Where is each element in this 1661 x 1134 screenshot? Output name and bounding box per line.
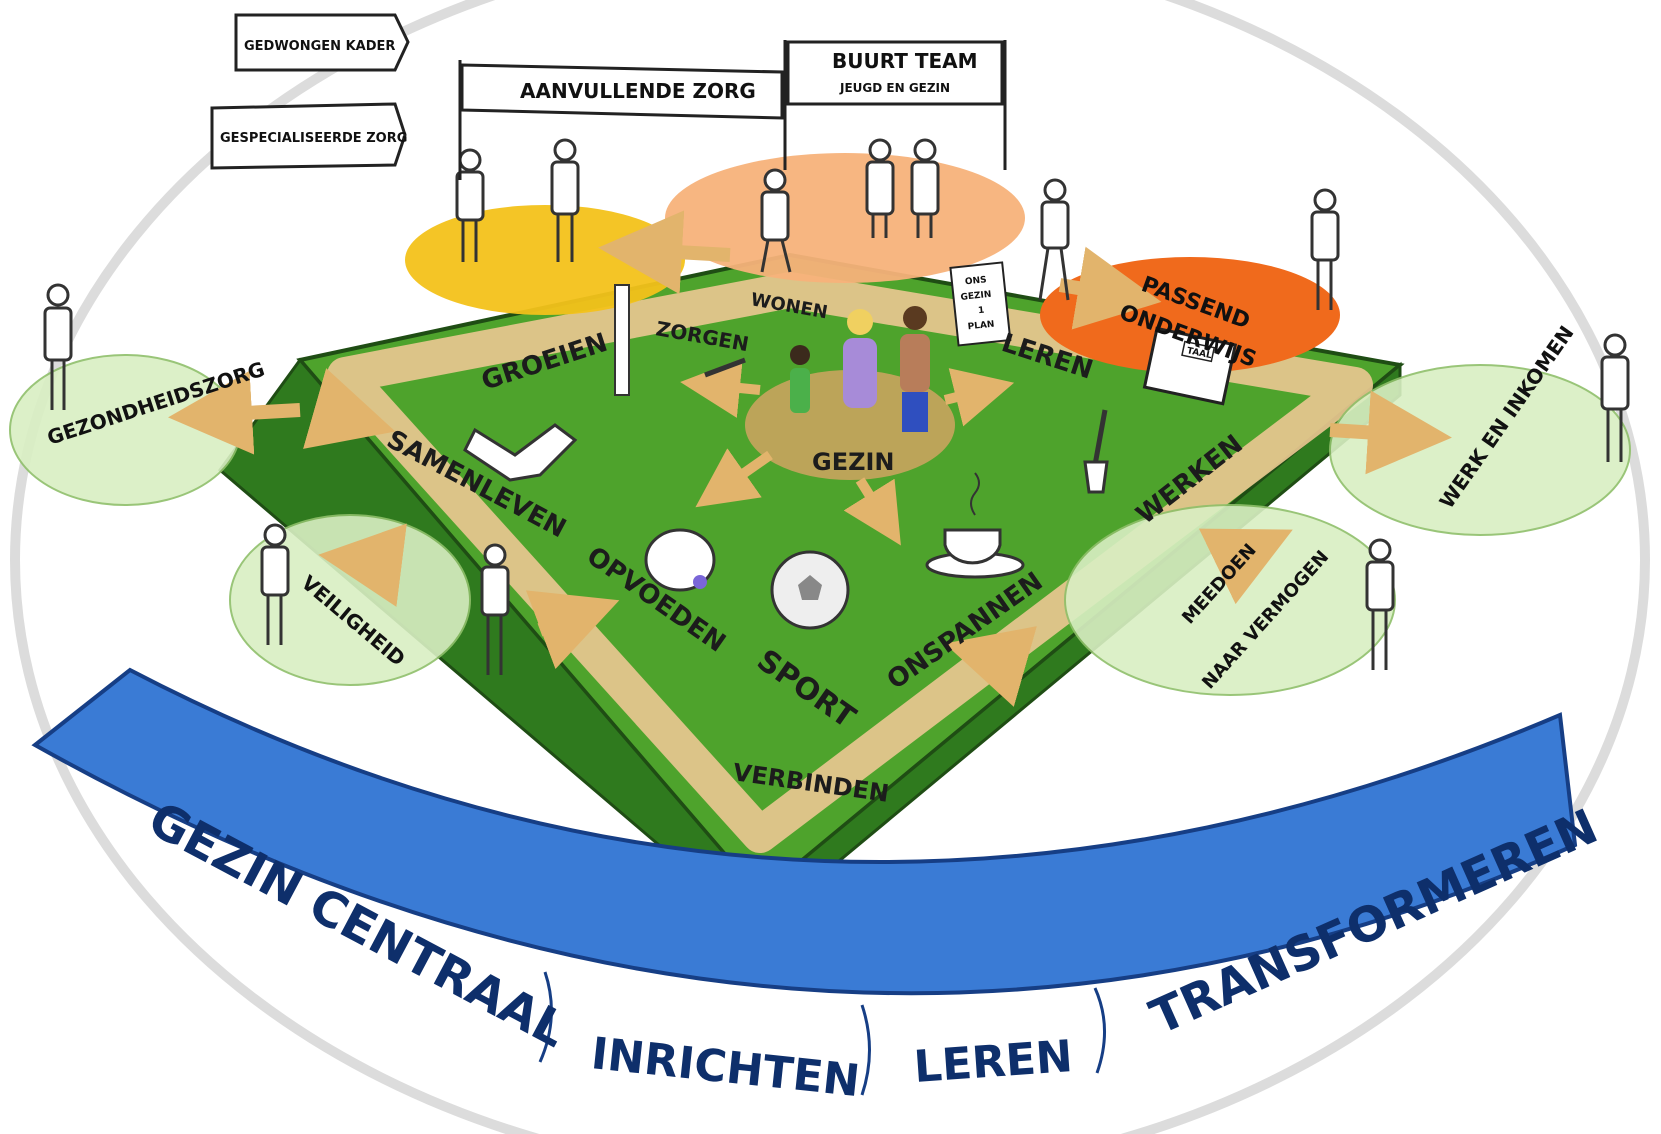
person xyxy=(1600,333,1630,462)
person xyxy=(455,148,485,262)
soccer-ball-icon xyxy=(770,550,850,630)
buurt-team-label: BUURT TEAM xyxy=(832,49,978,73)
buurt-team-circle[interactable] xyxy=(665,153,1025,283)
background-ring xyxy=(10,0,1650,1134)
person xyxy=(260,523,290,645)
gedwongen-kader-tag[interactable]: GEDWONGEN KADER xyxy=(234,13,410,72)
aanvullende-zorg-label: AANVULLENDE ZORG xyxy=(520,79,756,103)
height-ruler-icon xyxy=(614,284,630,396)
shovel-icon xyxy=(1083,409,1109,494)
plan-sign-text: ONS xyxy=(965,275,988,287)
gedwongen-kader-label: GEDWONGEN KADER xyxy=(244,39,395,54)
aanvullende-zorg-banner: AANVULLENDE ZORG xyxy=(460,63,784,120)
aanvullende-zorg-circle[interactable] xyxy=(405,205,685,315)
person xyxy=(550,138,580,262)
band-step-leren[interactable]: LEREN xyxy=(912,1031,1074,1093)
person xyxy=(760,168,792,273)
person xyxy=(480,543,510,675)
person xyxy=(1038,178,1070,301)
family-figures xyxy=(790,306,930,432)
baby-icon xyxy=(644,528,716,592)
handshake-icon xyxy=(463,423,578,482)
buurt-team-sub-label: JEUGD EN GEZIN xyxy=(839,81,950,95)
person xyxy=(1310,188,1340,310)
person xyxy=(43,283,73,410)
gespecialiseerde-zorg-tag[interactable]: GESPECIALISEERDE ZORG xyxy=(210,102,407,170)
gezin-label[interactable]: GEZIN xyxy=(812,448,895,476)
person xyxy=(910,138,940,238)
book-icon: TAAL xyxy=(1142,326,1238,406)
people xyxy=(43,138,1630,675)
ons-gezin-plan-sign: ONS GEZIN 1 PLAN xyxy=(949,261,1012,347)
syringe-icon xyxy=(704,357,746,378)
buurt-team-banner: BUURT TEAM JEUGD EN GEZIN xyxy=(786,40,1004,106)
gespecialiseerde-zorg-label: GESPECIALISEERDE ZORG xyxy=(220,131,407,146)
coffee-cup-icon xyxy=(925,472,1025,579)
person xyxy=(1365,538,1395,670)
plan-sign-text: GEZIN xyxy=(960,290,992,303)
domain-arrows xyxy=(168,210,1452,707)
sign-posts xyxy=(458,40,1007,180)
verbinden-path xyxy=(327,272,1373,853)
plan-sign-text: 1 xyxy=(978,306,985,317)
band-step-inrichten[interactable]: INRICHTEN xyxy=(589,1028,862,1107)
person xyxy=(865,138,895,238)
plan-sign-text: PLAN xyxy=(967,320,995,333)
